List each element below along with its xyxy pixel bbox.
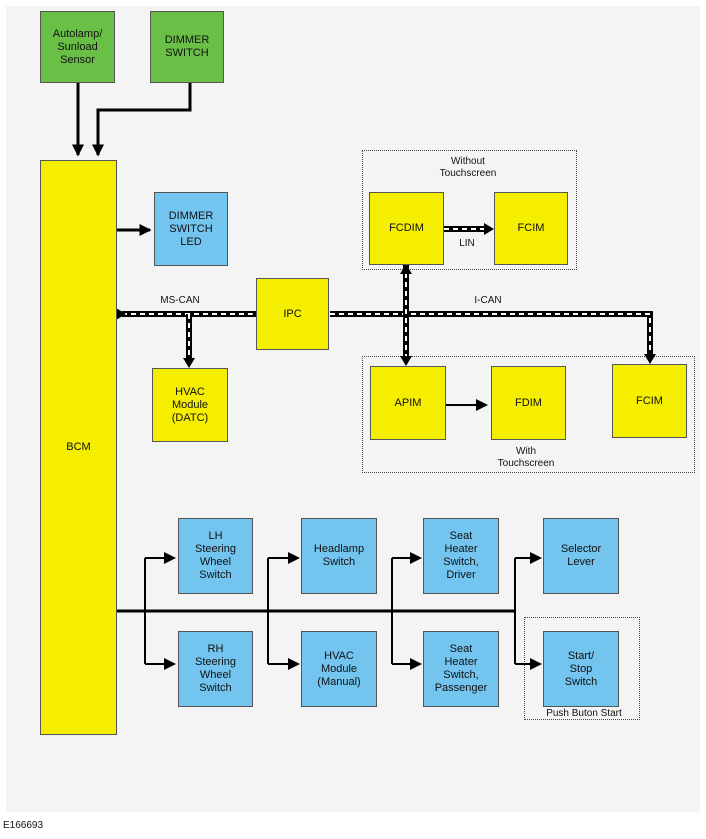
bcm-module: BCM — [40, 160, 117, 735]
fcdim-module: FCDIM — [369, 192, 444, 265]
apim-module: APIM — [370, 366, 446, 440]
fdim-module: FDIM — [491, 366, 566, 440]
without-touchscreen-group — [362, 150, 577, 270]
rh-steering-wheel-switch: RH Steering Wheel Switch — [178, 631, 253, 707]
push-button-start-label: Push Buton Start — [546, 708, 622, 719]
push-button-start-group — [524, 617, 640, 720]
without-touchscreen-label: Without Touchscreen — [439, 156, 497, 179]
lh-steering-wheel-switch: LH Steering Wheel Switch — [178, 518, 253, 594]
with-touchscreen-group — [362, 356, 695, 473]
start-stop-switch: Start/ Stop Switch — [543, 631, 619, 707]
fcim-module-right: FCIM — [612, 364, 687, 438]
dimmer-switch: DIMMER SWITCH — [150, 11, 224, 83]
dimmer-to-bcm-line — [92, 83, 192, 157]
hvac-module-manual: HVAC Module (Manual) — [301, 631, 377, 707]
figure-id: E166693 — [3, 820, 44, 831]
i-can-bus — [330, 311, 653, 356]
headlamp-switch: Headlamp Switch — [301, 518, 377, 594]
hvac-module-datc: HVAC Module (DATC) — [152, 368, 228, 442]
selector-lever: Selector Lever — [543, 518, 619, 594]
dimmer-switch-led: DIMMER SWITCH LED — [154, 192, 228, 266]
ms-can-label: MS-CAN — [160, 295, 200, 306]
autolamp-sunload-sensor: Autolamp/ Sunload Sensor — [40, 11, 115, 83]
i-can-label: I-CAN — [474, 295, 502, 306]
ipc-module: IPC — [256, 278, 329, 350]
fcim-module-top: FCIM — [494, 192, 568, 265]
seat-heater-switch-driver: Seat Heater Switch, Driver — [423, 518, 499, 594]
lin-label: LIN — [459, 238, 475, 249]
with-touchscreen-label: With Touchscreen — [497, 446, 555, 469]
seat-heater-switch-passenger: Seat Heater Switch, Passenger — [423, 631, 499, 707]
